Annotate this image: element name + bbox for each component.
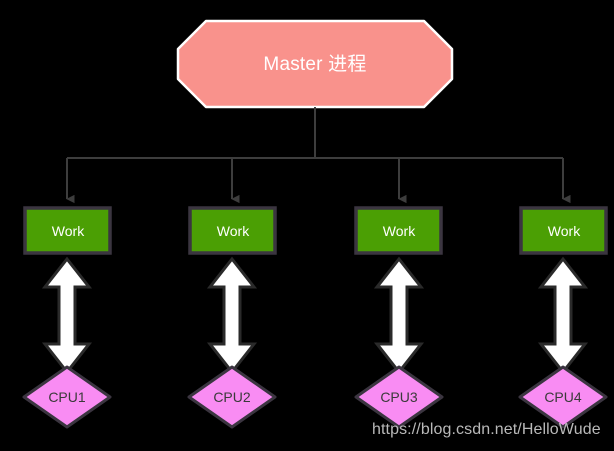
cpu-node-shape-3[interactable] <box>354 365 444 429</box>
bidirectional-block-arrow-3 <box>373 256 425 375</box>
watermark-url: https://blog.csdn.net/HelloWude <box>372 421 601 438</box>
bidirectional-block-arrow-4 <box>537 256 589 375</box>
bidirectional-block-arrow-2 <box>206 256 258 375</box>
cpu-node-shape-1[interactable] <box>22 365 112 429</box>
work-node-shape-3[interactable] <box>354 206 443 255</box>
work-node-shape-1[interactable] <box>23 206 112 255</box>
bidirectional-block-arrow-1 <box>41 256 93 375</box>
work-node-shape-2[interactable] <box>188 206 277 255</box>
cpu-node-shape-2[interactable] <box>187 365 277 429</box>
master-node-shape[interactable] <box>176 19 454 109</box>
cpu-node-shape-4[interactable] <box>518 365 608 429</box>
work-node-shape-4[interactable] <box>519 206 608 255</box>
